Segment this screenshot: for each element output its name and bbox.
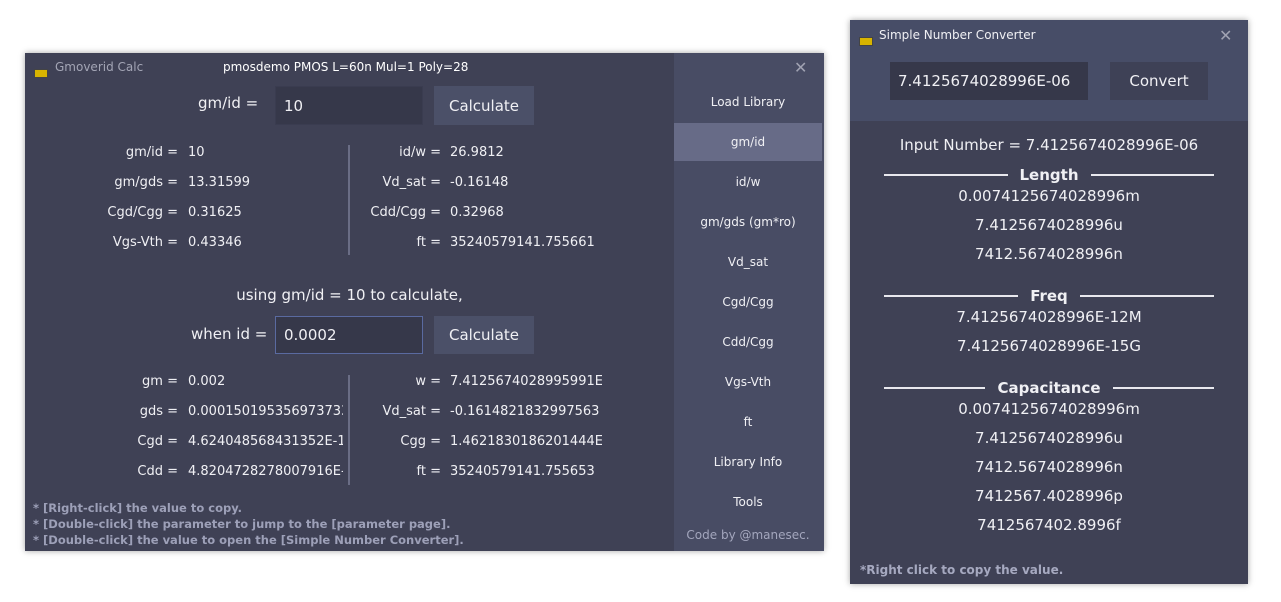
param-value[interactable]: 4.8204728278007916E-1 <box>188 464 343 479</box>
param-label[interactable]: Cgd = <box>137 434 178 449</box>
converted-value[interactable]: 7.4125674028996E-12M <box>956 308 1142 326</box>
using-text: using gm/id = 10 to calculate, <box>236 286 463 304</box>
number-converter-window: Simple Number Converter ✕ 7.412567402899… <box>850 20 1248 584</box>
converted-value[interactable]: 7.4125674028996u <box>975 429 1123 447</box>
param-label[interactable]: Cdd = <box>137 464 178 479</box>
note: * [Double-click] the value to open the [… <box>33 533 464 547</box>
section-header: Length <box>884 166 1214 184</box>
param-value[interactable]: -0.16148 <box>450 175 509 190</box>
library-info: pmosdemo PMOS L=60n Mul=1 Poly=28 <box>223 60 469 74</box>
param-value[interactable]: 35240579141.755661 <box>450 235 595 250</box>
param-label[interactable]: Cgd/Cgg = <box>107 205 178 220</box>
gmid-label: gm/id = <box>198 94 259 112</box>
param-label[interactable]: ft = <box>416 464 441 479</box>
app-icon <box>859 31 873 50</box>
sidebar-item[interactable]: gm/gds (gm*ro) <box>700 215 796 229</box>
converted-value[interactable]: 7412.5674028996n <box>975 245 1123 263</box>
results-divider <box>348 375 350 485</box>
close-icon[interactable]: ✕ <box>1219 26 1233 45</box>
sidebar-item[interactable]: Cdd/Cgg <box>722 335 774 349</box>
param-value[interactable]: 4.624048568431352E-17 <box>188 434 343 449</box>
section-title: Capacitance <box>997 379 1101 397</box>
sidebar-item[interactable]: Cgd/Cgg <box>722 295 774 309</box>
param-value[interactable]: 13.31599 <box>188 175 251 190</box>
param-value[interactable]: 0.32968 <box>450 205 504 220</box>
param-label[interactable]: gds = <box>139 404 178 419</box>
credit: Code by @manesec. <box>686 528 810 542</box>
calculate-gmid-button[interactable]: Calculate <box>434 86 534 125</box>
param-value[interactable]: 0.000150195356973733 <box>188 404 343 419</box>
divider-line <box>1079 295 1215 297</box>
converted-value[interactable]: 7412.5674028996n <box>975 458 1123 476</box>
param-label[interactable]: Cdd/Cgg = <box>370 205 441 220</box>
param-value[interactable]: -0.1614821832997563 <box>450 404 600 419</box>
param-value[interactable]: 10 <box>188 145 205 160</box>
param-label[interactable]: Vd_sat = <box>382 404 441 419</box>
param-value[interactable]: 0.31625 <box>188 205 242 220</box>
app-icon <box>34 63 48 82</box>
sidebar-item[interactable]: id/w <box>735 175 761 189</box>
param-label[interactable]: Vd_sat = <box>382 175 441 190</box>
converted-value[interactable]: 7412567.4028996p <box>975 487 1123 505</box>
divider-line <box>1112 387 1214 389</box>
id-input[interactable]: 0.0002 <box>275 316 423 354</box>
section-header: Capacitance <box>884 379 1214 397</box>
sidebar-item[interactable]: Tools <box>733 495 763 509</box>
converted-value[interactable]: 7.4125674028996E-15G <box>957 337 1141 355</box>
param-value[interactable]: 26.9812 <box>450 145 504 160</box>
param-label[interactable]: id/w = <box>399 145 441 160</box>
converted-value[interactable]: 0.0074125674028996m <box>958 187 1140 205</box>
param-label[interactable]: gm/id = <box>125 145 178 160</box>
results-divider <box>348 145 350 255</box>
note: * [Right-click] the value to copy. <box>33 501 243 515</box>
converted-value[interactable]: 7412567402.8996f <box>977 516 1121 534</box>
divider-line <box>884 387 986 389</box>
section-title: Length <box>1019 166 1079 184</box>
divider-line <box>884 295 1019 297</box>
sidebar-item[interactable]: Vgs-Vth <box>724 375 772 389</box>
param-value[interactable]: 7.4125674028995991E-06 <box>450 374 602 389</box>
divider-line <box>884 174 1008 176</box>
window-title: Gmoverid Calc <box>55 60 144 74</box>
param-value[interactable]: 1.4621830186201444E-1 <box>450 434 602 449</box>
param-label[interactable]: Cgg = <box>400 434 441 449</box>
note: * [Double-click] the parameter to jump t… <box>33 517 451 531</box>
sidebar-item[interactable]: gm/id <box>674 123 822 161</box>
param-value[interactable]: 0.002 <box>188 374 226 389</box>
calculate-id-button[interactable]: Calculate <box>434 316 534 354</box>
id-label: when id = <box>191 325 268 343</box>
param-label[interactable]: w = <box>415 374 441 389</box>
window-title: Simple Number Converter <box>879 28 1036 42</box>
param-value[interactable]: 0.43346 <box>188 235 242 250</box>
sidebar-item[interactable]: Library Info <box>713 455 783 469</box>
param-label[interactable]: gm = <box>142 374 178 389</box>
section-title: Freq <box>1030 287 1068 305</box>
divider-line <box>1090 174 1214 176</box>
gmoverid-calc-window: Gmoverid Calc pmosdemo PMOS L=60n Mul=1 … <box>25 53 824 551</box>
param-value[interactable]: 35240579141.755653 <box>450 464 595 479</box>
sidebar: ✕ Load Library gm/id id/w gm/gds (gm*ro) Vd_… <box>674 53 824 551</box>
converted-value[interactable]: 7.4125674028996u <box>975 216 1123 234</box>
close-icon[interactable]: ✕ <box>794 58 808 77</box>
sidebar-item[interactable]: Vd_sat <box>727 255 769 269</box>
param-label[interactable]: gm/gds = <box>114 175 178 190</box>
convert-button[interactable]: Convert <box>1110 62 1208 100</box>
gmid-input[interactable]: 10 <box>275 86 423 125</box>
converted-value[interactable]: 0.0074125674028996m <box>958 400 1140 418</box>
sidebar-item[interactable]: Load Library <box>710 95 786 109</box>
input-number-line: Input Number = 7.4125674028996E-06 <box>899 136 1199 154</box>
sidebar-item[interactable]: ft <box>743 415 753 429</box>
copy-hint: *Right click to copy the value. <box>860 563 1064 577</box>
param-label[interactable]: Vgs-Vth = <box>112 235 178 250</box>
param-label[interactable]: ft = <box>416 235 441 250</box>
section-header: Freq <box>884 287 1215 305</box>
number-input[interactable]: 7.4125674028996E-06 <box>890 62 1088 100</box>
